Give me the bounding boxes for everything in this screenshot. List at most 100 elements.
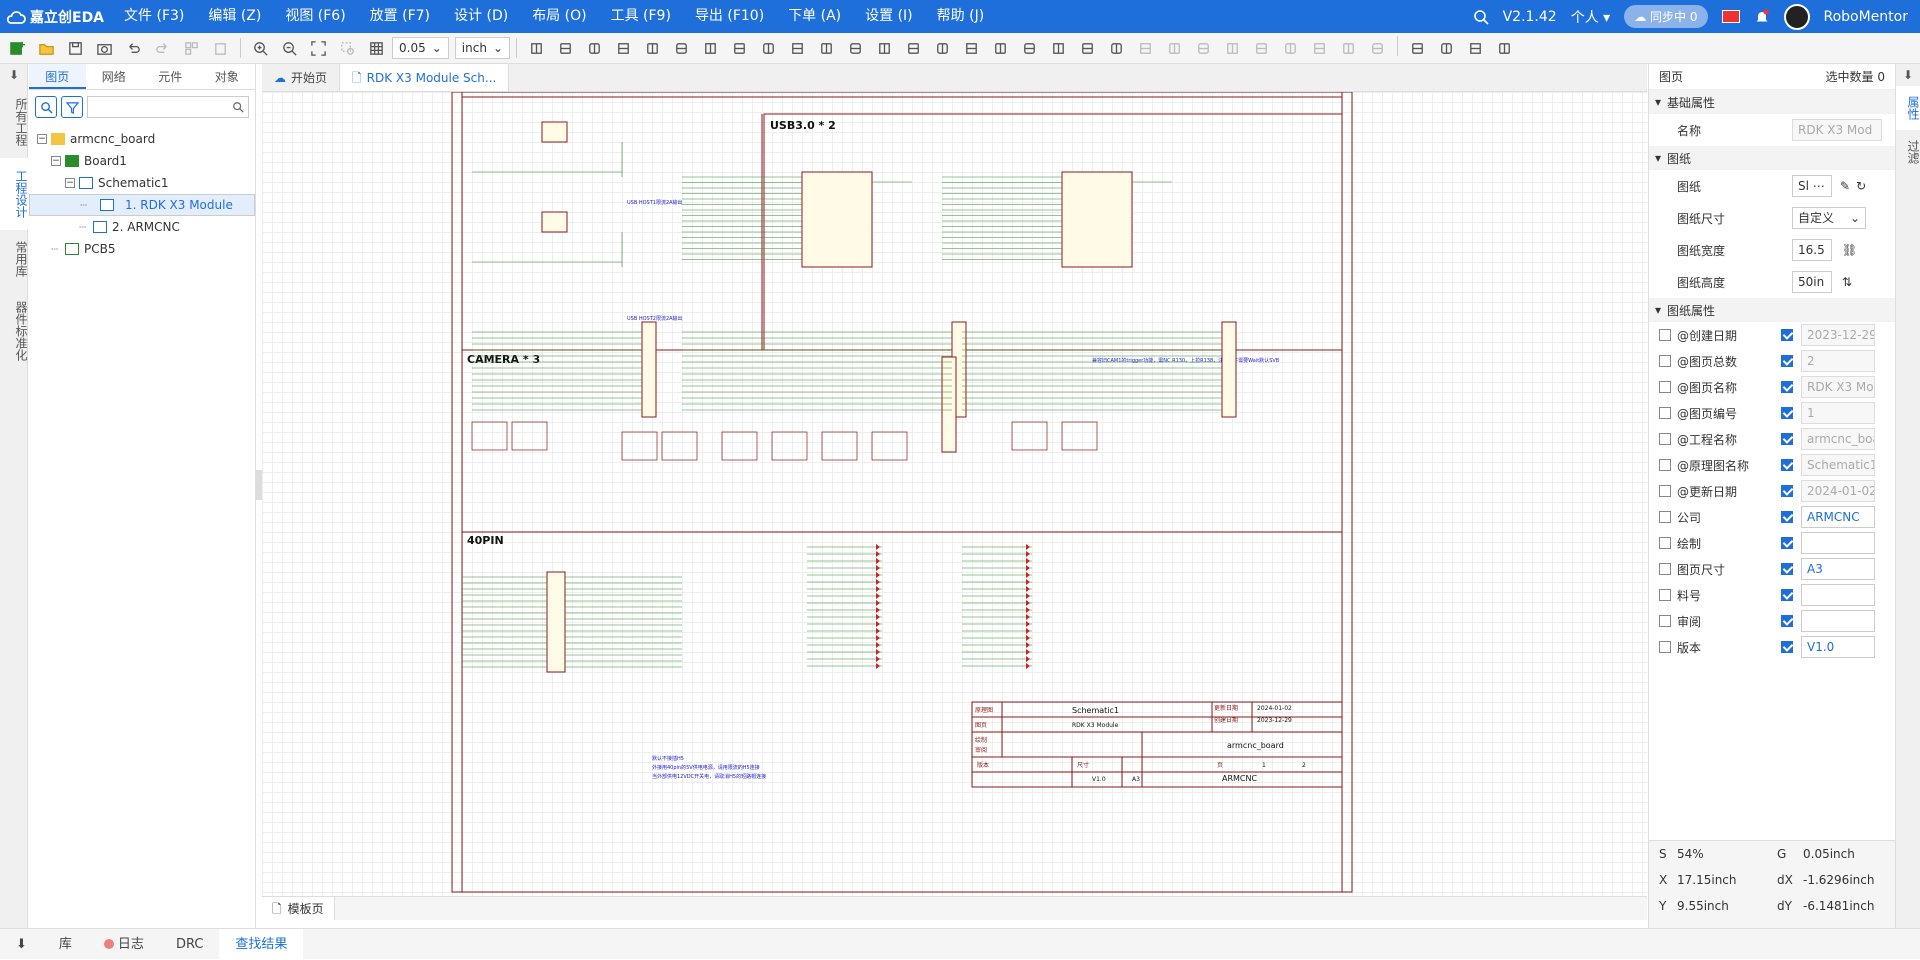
rail-tab[interactable]: 常用库 <box>14 241 28 277</box>
fit-view-icon[interactable] <box>305 36 332 60</box>
attr-value-field[interactable]: ARMCNC <box>1801 506 1875 528</box>
document-tab[interactable]: ☁开始页 <box>262 64 339 91</box>
bom-icon[interactable] <box>1074 36 1101 60</box>
tree-node[interactable]: −Schematic1 <box>29 172 255 194</box>
edit-icon[interactable]: ✎ <box>1840 179 1851 193</box>
zoom-in-icon[interactable] <box>247 36 274 60</box>
show-name-checkbox[interactable] <box>1659 329 1671 341</box>
bus-entry-icon[interactable] <box>610 36 637 60</box>
refresh-icon[interactable]: ↻ <box>1856 179 1867 193</box>
bottom-tab[interactable]: DRC <box>160 929 219 960</box>
net-label-icon[interactable] <box>639 36 666 60</box>
attr-value-field[interactable]: armcnc_boar <box>1801 428 1875 450</box>
settings-icon[interactable] <box>1491 36 1518 60</box>
show-value-checkbox[interactable] <box>1781 381 1793 393</box>
tree-node[interactable]: −armcnc_board <box>29 128 255 150</box>
tree-node[interactable]: ┄1. RDK X3 Module <box>29 194 255 216</box>
attr-value-field[interactable]: Schematic1 <box>1801 454 1875 476</box>
show-value-checkbox[interactable] <box>1781 485 1793 497</box>
panel-tab[interactable]: 元件 <box>158 70 183 84</box>
tree-search-input[interactable] <box>87 96 249 118</box>
bus-icon[interactable] <box>581 36 608 60</box>
align-center-icon[interactable] <box>1161 36 1188 60</box>
component-icon[interactable] <box>523 36 550 60</box>
name-field[interactable]: RDK X3 Mod <box>1792 119 1882 141</box>
account-type-dropdown[interactable]: 个人 ▾ <box>1571 7 1610 27</box>
collapse-toggle-icon[interactable]: − <box>65 178 75 188</box>
menu-item[interactable]: 设置 (I) <box>865 8 913 24</box>
schematic-drawing[interactable]: USB3.0 * 2 CAMERA * 3 40PIN USB HOST1限流2… <box>262 92 1647 896</box>
show-name-checkbox[interactable] <box>1659 563 1671 575</box>
show-name-checkbox[interactable] <box>1659 381 1671 393</box>
menu-item[interactable]: 设计 (D) <box>454 8 509 24</box>
panel-tab[interactable]: 图页 <box>29 64 86 89</box>
attr-value-field[interactable] <box>1801 532 1875 554</box>
snapshot-icon[interactable] <box>91 36 118 60</box>
tree-node[interactable]: ┄PCB5 <box>29 238 255 260</box>
section-basic[interactable]: ▾基础属性 <box>1649 90 1895 114</box>
paper-width-field[interactable]: 16.5 <box>1792 239 1832 261</box>
no-connect-icon[interactable] <box>755 36 782 60</box>
collapse-toggle-icon[interactable]: − <box>37 134 47 144</box>
pen-icon[interactable] <box>784 36 811 60</box>
show-name-checkbox[interactable] <box>1659 511 1671 523</box>
section-paper-attrs[interactable]: ▾图纸属性 <box>1649 298 1895 322</box>
wire-icon[interactable] <box>552 36 579 60</box>
rail-tab[interactable]: 所有工程 <box>14 98 28 146</box>
filter-icon[interactable] <box>61 96 83 118</box>
section-paper[interactable]: ▾图纸 <box>1649 146 1895 170</box>
attr-value-field[interactable] <box>1801 610 1875 632</box>
notes-icon[interactable] <box>1433 36 1460 60</box>
show-value-checkbox[interactable] <box>1781 433 1793 445</box>
menu-item[interactable]: 视图 (F6) <box>285 8 346 24</box>
net-flag-icon[interactable] <box>726 36 753 60</box>
attr-value-field[interactable]: 2024-01-02 <box>1801 480 1875 502</box>
copy-icon[interactable] <box>178 36 205 60</box>
panel-tab[interactable]: 对象 <box>214 70 239 84</box>
swap-icon[interactable]: ⇅ <box>1842 275 1853 289</box>
avatar[interactable] <box>1783 3 1810 30</box>
show-value-checkbox[interactable] <box>1781 641 1793 653</box>
paste-icon[interactable] <box>207 36 234 60</box>
show-value-checkbox[interactable] <box>1781 355 1793 367</box>
attr-value-field[interactable]: A3 <box>1801 558 1875 580</box>
image-icon[interactable] <box>987 36 1014 60</box>
attr-value-field[interactable]: 2 <box>1801 350 1875 372</box>
save-icon[interactable] <box>62 36 89 60</box>
align-bottom-icon[interactable] <box>1277 36 1304 60</box>
rail-tab[interactable]: 工程设计 <box>0 158 28 230</box>
paper-field[interactable]: Sl ⋯ <box>1792 175 1832 197</box>
unit-select[interactable]: inch⌄ <box>454 37 510 59</box>
collapse-left-panel-handle[interactable] <box>256 470 262 500</box>
show-name-checkbox[interactable] <box>1659 589 1671 601</box>
paper-size-select[interactable]: 自定义⌄ <box>1792 207 1866 229</box>
show-value-checkbox[interactable] <box>1781 511 1793 523</box>
right-tab[interactable]: 属性 <box>1896 86 1920 130</box>
net-port-icon[interactable] <box>668 36 695 60</box>
paper-height-field[interactable]: 50in <box>1792 271 1832 293</box>
bottom-tab[interactable]: 库 <box>43 929 88 960</box>
rail-tab[interactable]: 器件标准化 <box>14 301 28 361</box>
pin-icon[interactable]: ⬇ <box>1902 68 1914 82</box>
language-flag-icon[interactable] <box>1721 10 1740 23</box>
link-icon[interactable]: ⛓ <box>1842 243 1858 257</box>
show-value-checkbox[interactable] <box>1781 407 1793 419</box>
align-right-icon[interactable] <box>1190 36 1217 60</box>
show-name-checkbox[interactable] <box>1659 537 1671 549</box>
bell-icon[interactable] <box>1754 9 1770 25</box>
text-icon[interactable] <box>958 36 985 60</box>
panel-tab[interactable]: 网络 <box>101 70 126 84</box>
search-icon[interactable] <box>1473 9 1489 25</box>
show-value-checkbox[interactable] <box>1781 459 1793 471</box>
line-icon[interactable] <box>813 36 840 60</box>
menu-item[interactable]: 下单 (A) <box>788 8 842 24</box>
rect-icon[interactable] <box>900 36 927 60</box>
grid-size-select[interactable]: 0.05⌄ <box>392 37 449 59</box>
open-folder-icon[interactable] <box>33 36 60 60</box>
show-value-checkbox[interactable] <box>1781 563 1793 575</box>
attr-value-field[interactable]: RDK X3 Mod <box>1801 376 1875 398</box>
schematic-canvas[interactable]: USB3.0 * 2 CAMERA * 3 40PIN USB HOST1限流2… <box>262 92 1647 896</box>
bezier-icon[interactable] <box>929 36 956 60</box>
sync-status-button[interactable]: ☁ 同步中 0 <box>1624 5 1708 28</box>
menu-item[interactable]: 编辑 (Z) <box>208 8 262 24</box>
